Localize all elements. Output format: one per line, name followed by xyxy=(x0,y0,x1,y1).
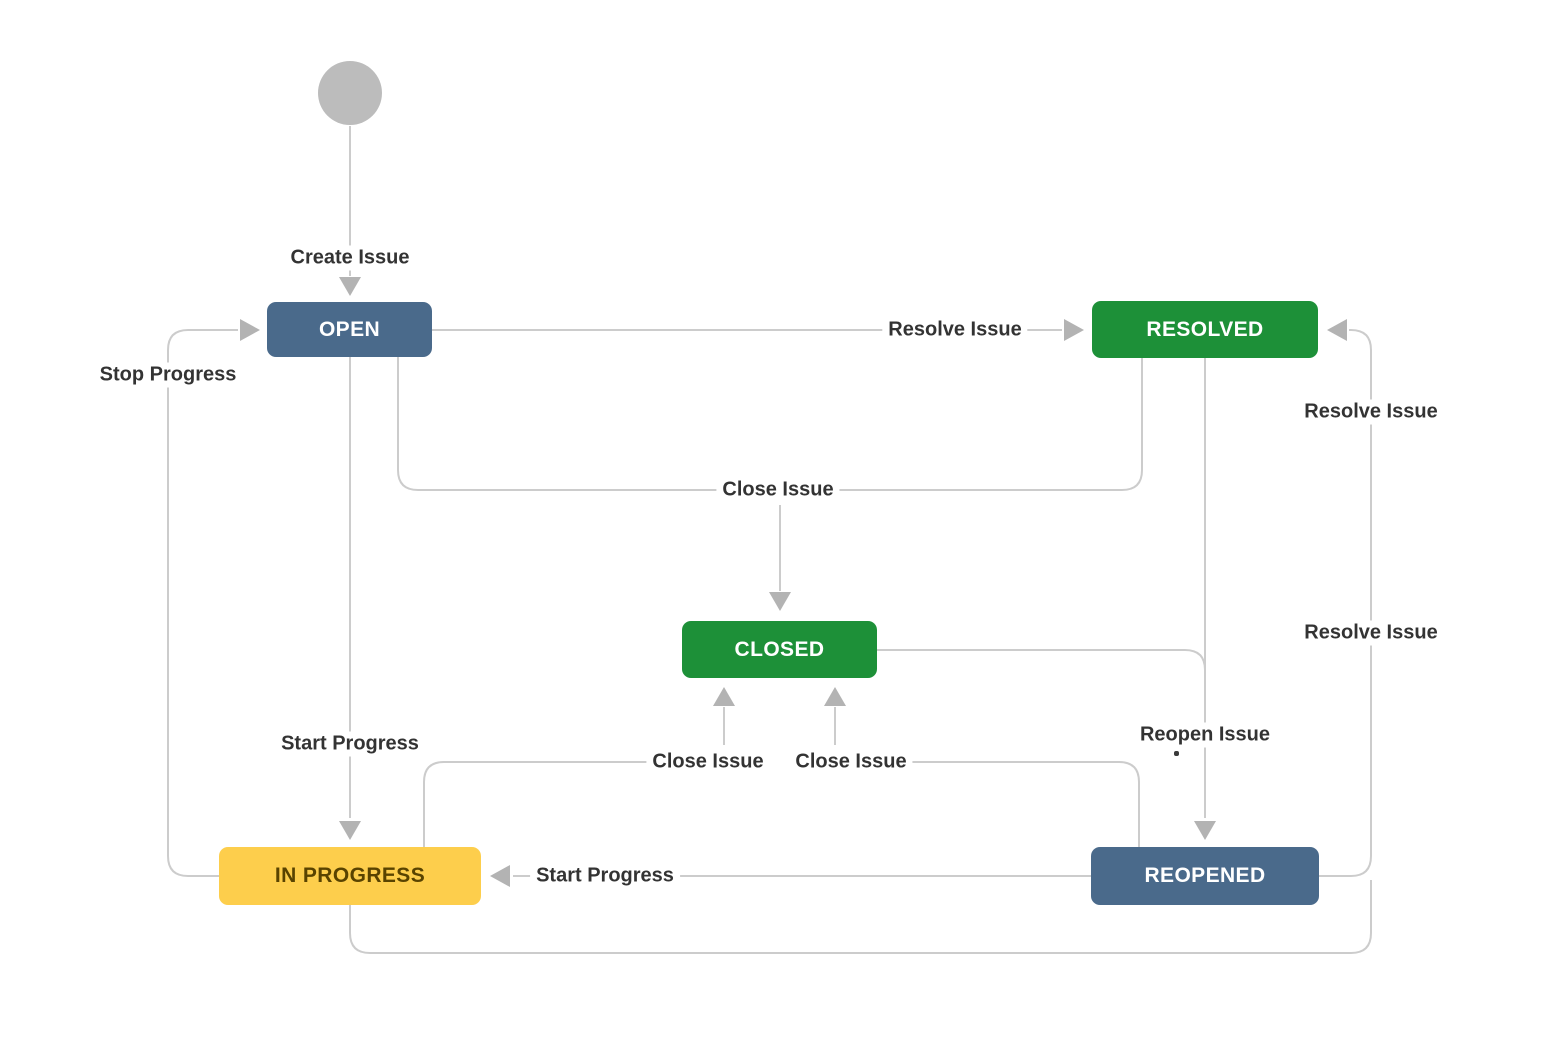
arrowhead-into-reopened-top xyxy=(1194,821,1216,840)
stray-dot xyxy=(1174,751,1179,756)
transition-label-close-issue-inprogress[interactable]: Close Issue xyxy=(646,749,770,775)
arrowhead-into-resolved-left xyxy=(1064,319,1084,341)
edge-inprogress-to-resolved xyxy=(349,880,1372,954)
edge-inprogress-to-closed xyxy=(423,761,690,847)
transition-label-resolve-issue-right-upper[interactable]: Resolve Issue xyxy=(1298,399,1444,425)
arrowhead-into-open-left xyxy=(240,319,260,341)
arrowhead-into-inprogress-top xyxy=(339,821,361,840)
node-open[interactable]: OPEN xyxy=(267,302,432,357)
node-closed[interactable]: CLOSED xyxy=(682,621,877,678)
arrowhead-into-closed-bottom-right xyxy=(824,687,846,706)
edge-closed-to-reopened xyxy=(877,649,1206,760)
transition-label-stop-progress[interactable]: Stop Progress xyxy=(93,362,243,388)
node-in-progress[interactable]: IN PROGRESS xyxy=(219,847,481,905)
arrowhead-into-open-top xyxy=(339,277,361,296)
transition-label-resolve-issue-right-lower[interactable]: Resolve Issue xyxy=(1298,620,1444,646)
transition-label-close-issue-reopened[interactable]: Close Issue xyxy=(789,749,913,775)
node-resolved[interactable]: RESOLVED xyxy=(1092,301,1318,358)
transition-label-close-issue-top[interactable]: Close Issue xyxy=(716,477,840,503)
arrowhead-into-closed-bottom-left xyxy=(713,687,735,706)
edge-inprogress-to-open xyxy=(167,329,238,877)
node-reopened[interactable]: REOPENED xyxy=(1091,847,1319,905)
edge-reopened-to-resolved xyxy=(1319,329,1372,877)
transition-label-start-progress-open[interactable]: Start Progress xyxy=(275,731,425,757)
arrowhead-into-closed-top xyxy=(769,592,791,611)
edge-reopened-to-closed xyxy=(870,761,1140,847)
transition-label-reopen-issue[interactable]: Reopen Issue xyxy=(1133,722,1277,748)
arrowhead-into-resolved-right xyxy=(1327,319,1347,341)
transition-label-start-progress-reopened[interactable]: Start Progress xyxy=(530,863,680,889)
edge-open-resolved-closeissue xyxy=(397,357,1143,491)
start-node[interactable] xyxy=(318,61,382,125)
arrowhead-into-inprogress-right xyxy=(490,865,510,887)
transition-label-resolve-issue-open[interactable]: Resolve Issue xyxy=(882,317,1028,343)
transition-label-create-issue[interactable]: Create Issue xyxy=(284,245,416,271)
